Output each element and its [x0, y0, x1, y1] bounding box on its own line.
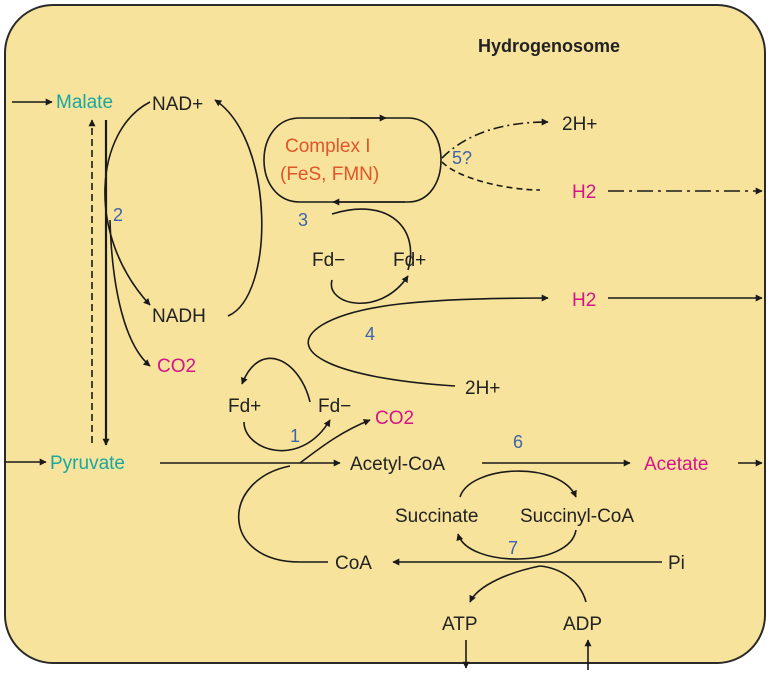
nadh-label: NADH	[152, 306, 206, 327]
two-h-plus-mid: 2H+	[465, 378, 500, 399]
compartment-title: Hydrogenosome	[478, 36, 620, 56]
complex-i-name: Complex I	[285, 136, 371, 157]
atp-label: ATP	[442, 614, 478, 635]
complex-i-loop	[263, 117, 408, 203]
hydrogenosome-compartment	[4, 4, 766, 664]
proton-dashdot-line	[441, 118, 549, 159]
pyruvate-label: Pyruvate	[50, 453, 125, 474]
fd-plus-top: Fd+	[393, 250, 426, 271]
coa-return-loop	[237, 465, 328, 563]
co2-release-arrow	[109, 219, 151, 367]
fd-lower-right-loop	[243, 419, 331, 452]
fd-plus-bottom: Fd+	[228, 396, 261, 417]
step-3-label: 3	[298, 210, 308, 230]
co2-label-pfor: CO2	[375, 408, 414, 429]
pi-label: Pi	[668, 553, 685, 574]
fd-lower-left-loop	[241, 357, 311, 403]
step-5-label: 5?	[452, 148, 472, 168]
adp-label: ADP	[563, 614, 602, 635]
malic-enzyme-curve	[104, 101, 151, 306]
acetyl-coa-label: Acetyl-CoA	[350, 454, 445, 475]
step-4-label: 4	[365, 324, 375, 344]
coa-label: CoA	[335, 553, 372, 574]
two-h-plus-top: 2H+	[562, 114, 597, 135]
succinate-label: Succinate	[395, 506, 478, 527]
nadh-to-nad-curve	[214, 99, 263, 317]
nad-plus-label: NAD+	[152, 94, 203, 115]
hydrogenase-curve	[307, 294, 549, 387]
step-2-label: 2	[113, 205, 123, 225]
step-7-label: 7	[508, 538, 518, 558]
fd-minus-bottom: Fd−	[318, 396, 351, 417]
step-1-label: 1	[290, 426, 300, 446]
co2-pfor-arrow	[299, 419, 371, 464]
succinate-lower-arc	[456, 529, 577, 560]
malate-label: Malate	[56, 92, 113, 113]
atp-formation-arc	[469, 565, 541, 603]
h2-top-label: H2	[572, 182, 596, 203]
fd-minus-top: Fd−	[312, 250, 345, 271]
acetate-label: Acetate	[644, 454, 708, 475]
complex-i-cofactors: (FeS, FMN)	[280, 164, 379, 185]
step-6-label: 6	[513, 432, 523, 452]
co2-label-malic: CO2	[157, 356, 196, 377]
succinyl-coa-label: Succinyl-CoA	[520, 506, 634, 527]
h2-dashed-line	[441, 161, 541, 191]
succinyl-coa-upper-arc	[459, 470, 577, 498]
fd-upper-cycle	[331, 208, 412, 271]
fd-upper-left-arrow	[330, 275, 409, 304]
complex-i-right-cap	[407, 117, 442, 203]
h2-mid-label: H2	[572, 290, 596, 311]
adp-consumption-arc	[539, 565, 587, 603]
